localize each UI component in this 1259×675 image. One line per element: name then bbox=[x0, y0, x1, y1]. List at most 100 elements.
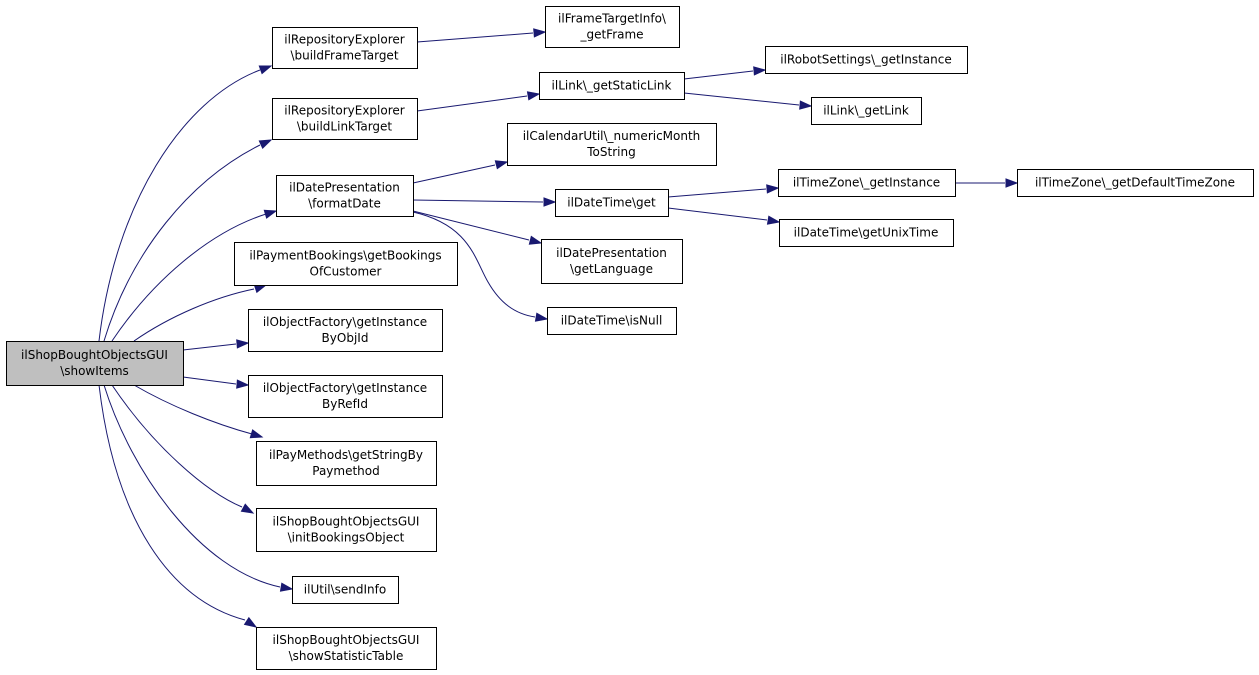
node-box[interactable] bbox=[292, 576, 399, 604]
node-box[interactable] bbox=[256, 627, 437, 670]
edge-root-to-instanceByObjId bbox=[182, 339, 250, 351]
edge-line bbox=[182, 376, 237, 385]
node-root[interactable]: ilShopBoughtObjectsGUI \showItems bbox=[6, 341, 184, 386]
node-robotGetInstance[interactable]: ilRobotSettings\_getInstance bbox=[765, 46, 968, 74]
edge-formatDate-to-isNull bbox=[412, 211, 549, 322]
edge-line bbox=[412, 164, 496, 184]
edge-line bbox=[98, 69, 261, 342]
node-box[interactable] bbox=[256, 441, 437, 486]
edge-line bbox=[412, 211, 536, 318]
node-initBookings[interactable]: ilShopBoughtObjectsGUI\initBookingsObjec… bbox=[256, 508, 437, 552]
node-box[interactable] bbox=[555, 189, 669, 217]
node-buildFrameTarget[interactable]: ilRepositoryExplorer\buildFrameTarget bbox=[272, 27, 418, 69]
edge-root-to-buildFrameTarget bbox=[98, 65, 273, 342]
node-box[interactable] bbox=[539, 72, 685, 100]
node-label: \formatDate bbox=[308, 197, 381, 211]
node-label: \showStatisticTable bbox=[289, 649, 404, 663]
arrowhead-icon bbox=[279, 582, 294, 592]
node-label: ilObjectFactory\getInstance bbox=[263, 381, 427, 395]
node-label: ilShopBoughtObjectsGUI bbox=[21, 348, 168, 362]
edge-root-to-instanceByRefId bbox=[182, 376, 250, 389]
arrowhead-icon bbox=[753, 66, 767, 76]
node-box[interactable] bbox=[6, 341, 184, 386]
edge-root-to-formatDate bbox=[111, 209, 278, 342]
node-box[interactable] bbox=[248, 309, 443, 352]
node-label: ilDatePresentation bbox=[556, 246, 667, 260]
node-box[interactable] bbox=[276, 175, 414, 217]
arrowhead-icon bbox=[258, 65, 273, 75]
node-label: \showItems bbox=[60, 364, 129, 378]
node-box[interactable] bbox=[507, 123, 717, 166]
node-tzDefault[interactable]: ilTimeZone\_getDefaultTimeZone bbox=[1017, 169, 1254, 197]
edge-dateTimeGet-to-tzGetInstance bbox=[667, 184, 780, 198]
edge-root-to-sendInfo bbox=[103, 384, 294, 592]
node-formatDate[interactable]: ilDatePresentation\formatDate bbox=[276, 175, 414, 217]
node-box[interactable] bbox=[272, 98, 418, 140]
node-getStaticLink[interactable]: ilLink\_getStaticLink bbox=[539, 72, 685, 100]
edge-tzGetInstance-to-tzDefault bbox=[955, 178, 1019, 188]
node-sendInfo[interactable]: ilUtil\sendInfo bbox=[292, 576, 399, 604]
node-label: ilFrameTargetInfo\ bbox=[558, 12, 667, 26]
node-dateTimeGet[interactable]: ilDateTime\get bbox=[555, 189, 669, 217]
node-box[interactable] bbox=[765, 46, 968, 74]
node-box[interactable] bbox=[1017, 169, 1254, 197]
edge-getStaticLink-to-robotGetInstance bbox=[683, 66, 767, 80]
node-getLanguage[interactable]: ilDatePresentation\getLanguage bbox=[541, 239, 683, 284]
arrowhead-icon bbox=[494, 160, 509, 170]
arrowhead-icon bbox=[799, 100, 813, 110]
nodes-layer: ilShopBoughtObjectsGUI \showItems ilReposi… bbox=[6, 6, 1254, 670]
edge-root-to-initBookings bbox=[111, 384, 255, 514]
node-box[interactable] bbox=[778, 169, 956, 197]
arrowhead-icon bbox=[526, 91, 541, 101]
node-box[interactable] bbox=[545, 6, 680, 48]
edge-line bbox=[103, 144, 261, 342]
node-getUnixTime[interactable]: ilDateTime\getUnixTime bbox=[779, 219, 954, 247]
node-box[interactable] bbox=[547, 307, 677, 335]
arrowhead-icon bbox=[243, 616, 258, 628]
edge-getStaticLink-to-getLink bbox=[683, 92, 813, 110]
node-isNull[interactable]: ilDateTime\isNull bbox=[547, 307, 677, 335]
edge-root-to-bookingsOfCustomer bbox=[133, 284, 268, 342]
edge-line bbox=[98, 384, 246, 621]
node-label: ilTimeZone\_getInstance bbox=[793, 176, 940, 190]
node-tzGetInstance[interactable]: ilTimeZone\_getInstance bbox=[778, 169, 956, 197]
node-label: ilLink\_getStaticLink bbox=[552, 79, 672, 93]
node-box[interactable] bbox=[811, 97, 922, 125]
node-showStatistic[interactable]: ilShopBoughtObjectsGUI\showStatisticTabl… bbox=[256, 627, 437, 670]
edge-buildFrameTarget-to-getFrame bbox=[416, 28, 547, 43]
edge-line bbox=[103, 384, 281, 588]
edge-line bbox=[133, 288, 255, 342]
node-label: ilRepositoryExplorer bbox=[284, 104, 405, 118]
edge-line bbox=[412, 199, 544, 203]
node-label: ilDateTime\isNull bbox=[561, 314, 663, 328]
arrowhead-icon bbox=[766, 184, 780, 194]
node-label: \buildLinkTarget bbox=[297, 120, 393, 134]
node-box[interactable] bbox=[541, 239, 683, 284]
edge-line bbox=[111, 213, 267, 342]
node-box[interactable] bbox=[272, 27, 418, 69]
arrowhead-icon bbox=[249, 429, 264, 439]
node-label: \buildFrameTarget bbox=[290, 49, 398, 63]
arrowhead-icon bbox=[766, 215, 781, 225]
node-box[interactable] bbox=[256, 508, 437, 552]
edge-buildLinkTarget-to-getStaticLink bbox=[416, 91, 541, 112]
node-box[interactable] bbox=[779, 219, 954, 247]
node-getFrame[interactable]: ilFrameTargetInfo\_getFrame bbox=[545, 6, 680, 48]
edge-dateTimeGet-to-getUnixTime bbox=[667, 207, 781, 225]
node-label: ilCalendarUtil\_numericMonth bbox=[523, 129, 701, 143]
node-buildLinkTarget[interactable]: ilRepositoryExplorer \buildLinkTarget bbox=[272, 98, 418, 140]
edge-line bbox=[667, 188, 767, 198]
node-label: ilPaymentBookings\getBookings bbox=[249, 249, 441, 263]
node-box[interactable] bbox=[248, 375, 443, 418]
node-label: ilLink\_getLink bbox=[823, 104, 909, 118]
edge-line bbox=[683, 70, 754, 80]
arrowhead-icon bbox=[236, 379, 250, 389]
node-getLink[interactable]: ilLink\_getLink bbox=[811, 97, 922, 125]
edge-line bbox=[182, 343, 237, 351]
node-box[interactable] bbox=[234, 242, 458, 286]
